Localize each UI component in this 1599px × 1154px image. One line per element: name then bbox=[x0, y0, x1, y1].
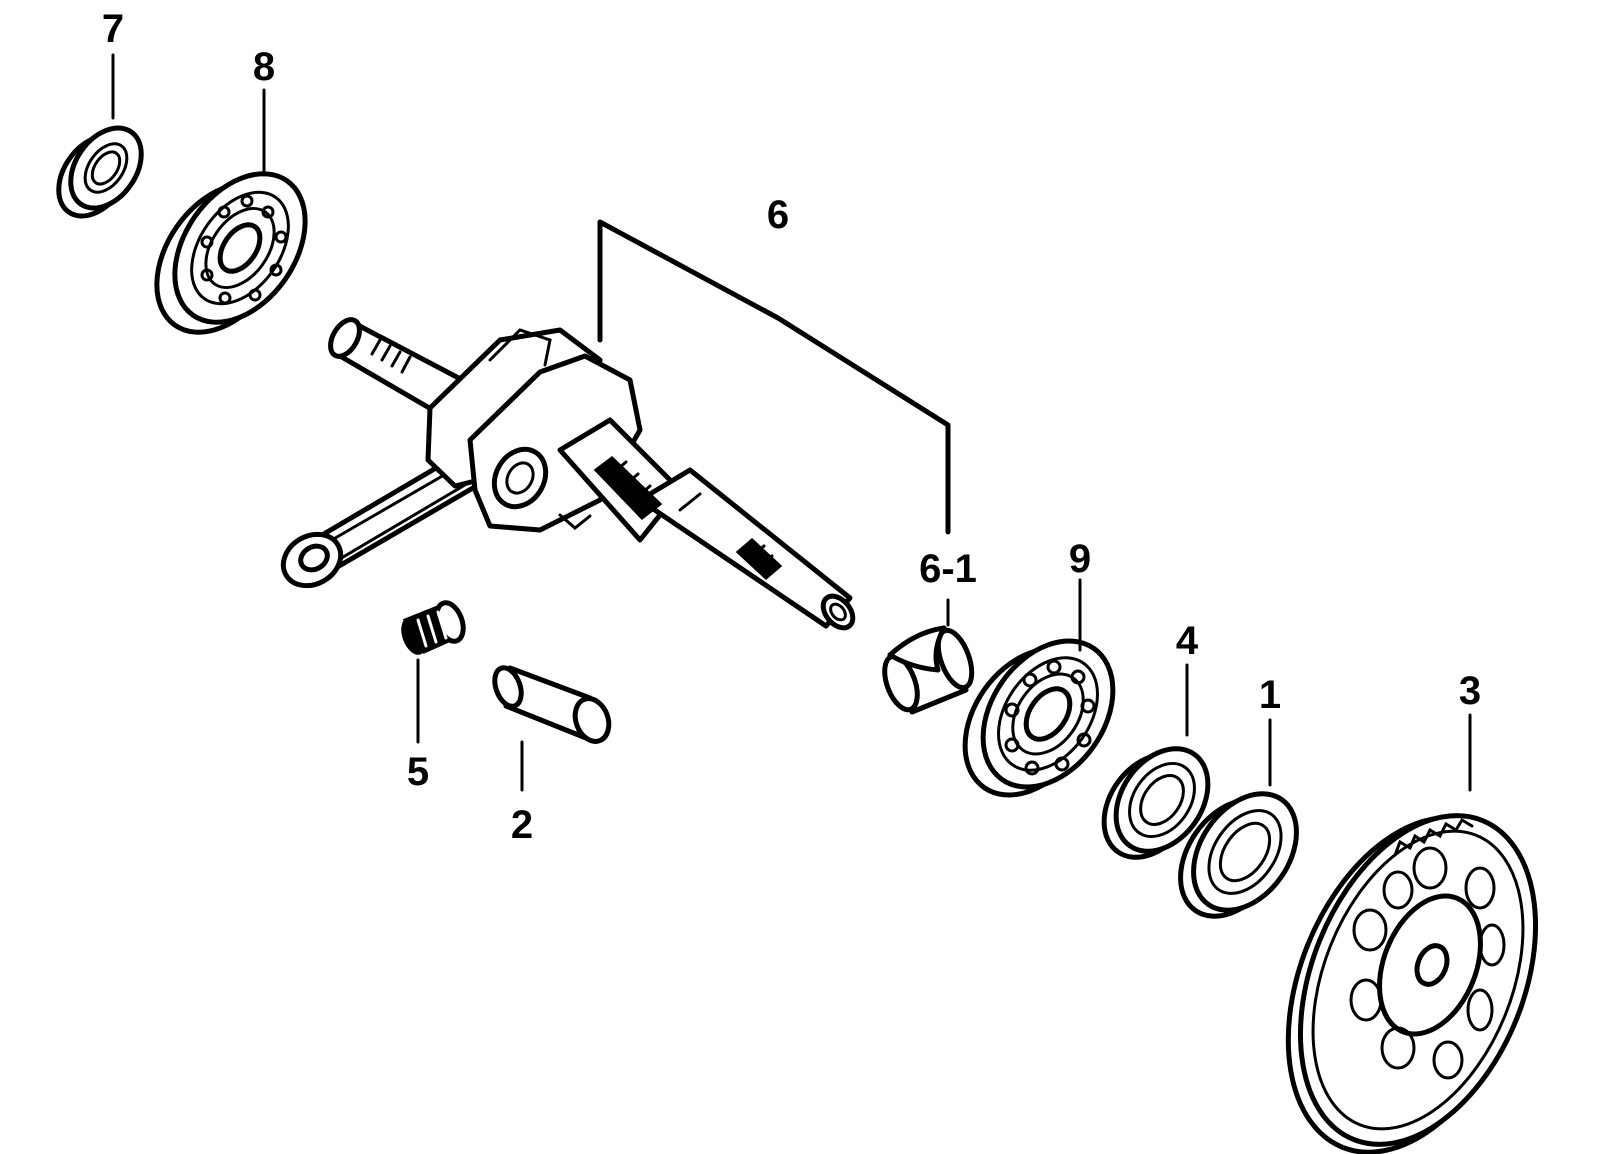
callout-3: 3 bbox=[1459, 669, 1481, 713]
part-2-piston-pin[interactable] bbox=[490, 664, 615, 746]
callout-6-1: 6-1 bbox=[919, 547, 977, 591]
bracket-6 bbox=[597, 219, 951, 535]
part-6-crankshaft[interactable] bbox=[274, 315, 859, 634]
bearing-balls bbox=[1004, 659, 1096, 776]
callout-2: 2 bbox=[511, 803, 533, 847]
callout-1: 1 bbox=[1259, 673, 1281, 717]
part-7-oil-seal[interactable] bbox=[44, 115, 156, 229]
part-8-ball-bearing[interactable] bbox=[130, 149, 332, 356]
callout-5: 5 bbox=[407, 750, 429, 794]
part-9-ball-bearing[interactable] bbox=[938, 616, 1140, 819]
gear-holes bbox=[1349, 846, 1506, 1080]
callout-9: 9 bbox=[1069, 537, 1091, 581]
part-3-gear[interactable] bbox=[1242, 781, 1580, 1154]
part-5-needle-bearing[interactable] bbox=[398, 599, 468, 656]
callout-4: 4 bbox=[1176, 619, 1199, 663]
callout-8: 8 bbox=[253, 45, 275, 89]
callout-6: 6 bbox=[767, 193, 789, 237]
part-1-oil-seal[interactable] bbox=[1159, 774, 1318, 935]
callout-7: 7 bbox=[102, 7, 124, 51]
gear-teeth bbox=[1393, 817, 1474, 857]
part-4-oil-seal[interactable] bbox=[1085, 731, 1227, 875]
part-6-1-bushing[interactable] bbox=[878, 625, 978, 715]
bearing-balls bbox=[200, 194, 288, 305]
